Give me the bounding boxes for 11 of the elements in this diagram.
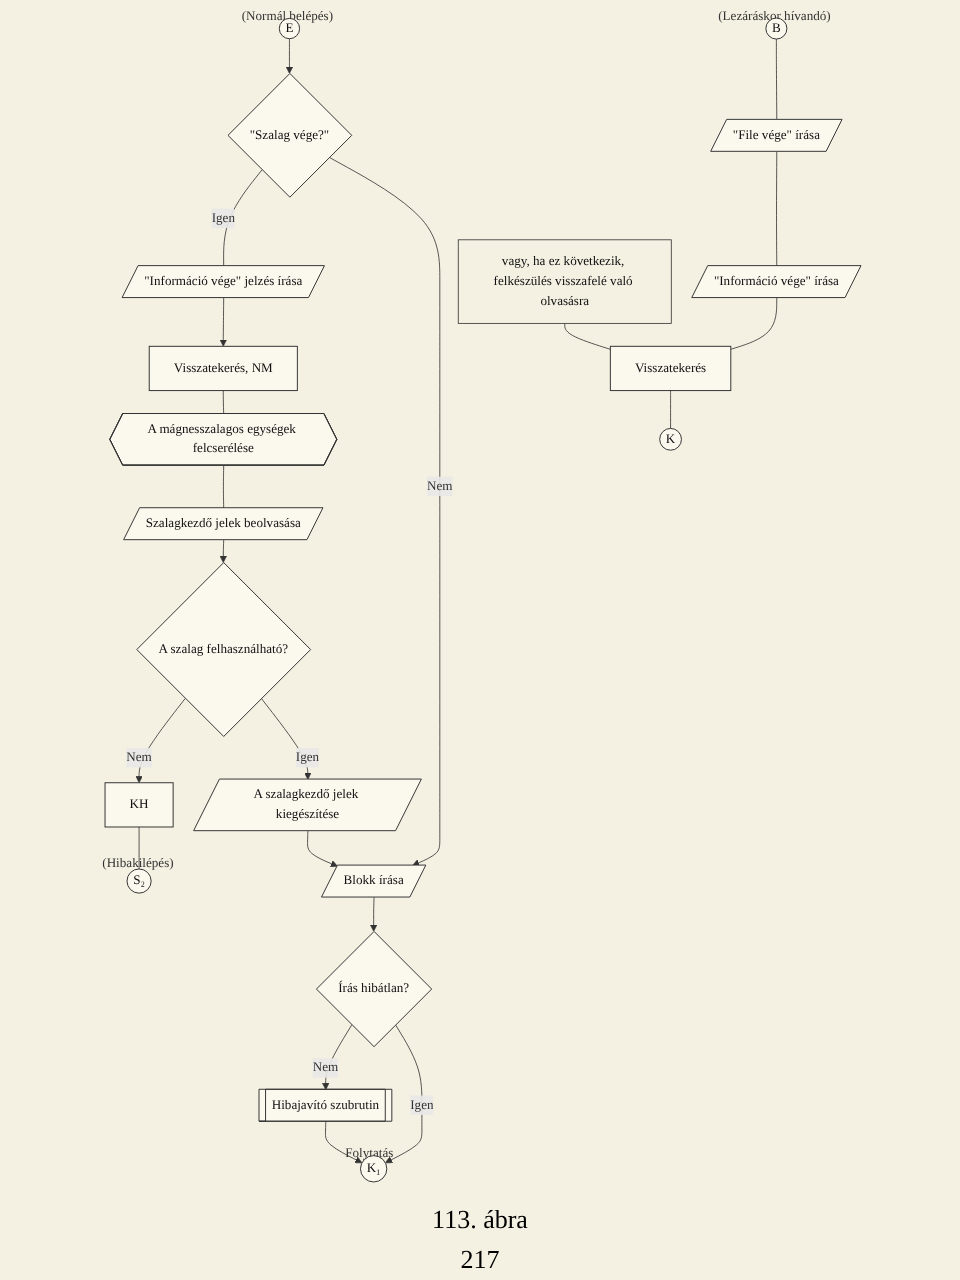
connector xyxy=(223,465,225,509)
connector xyxy=(564,322,611,350)
connector xyxy=(222,390,225,415)
connector xyxy=(776,151,778,267)
connector xyxy=(670,390,671,429)
connector xyxy=(775,38,778,121)
connector xyxy=(730,297,778,350)
figure-caption: 113. ábra xyxy=(432,1204,528,1236)
connector xyxy=(223,169,263,267)
page-number: 217 xyxy=(460,1244,500,1276)
connector xyxy=(138,826,140,870)
